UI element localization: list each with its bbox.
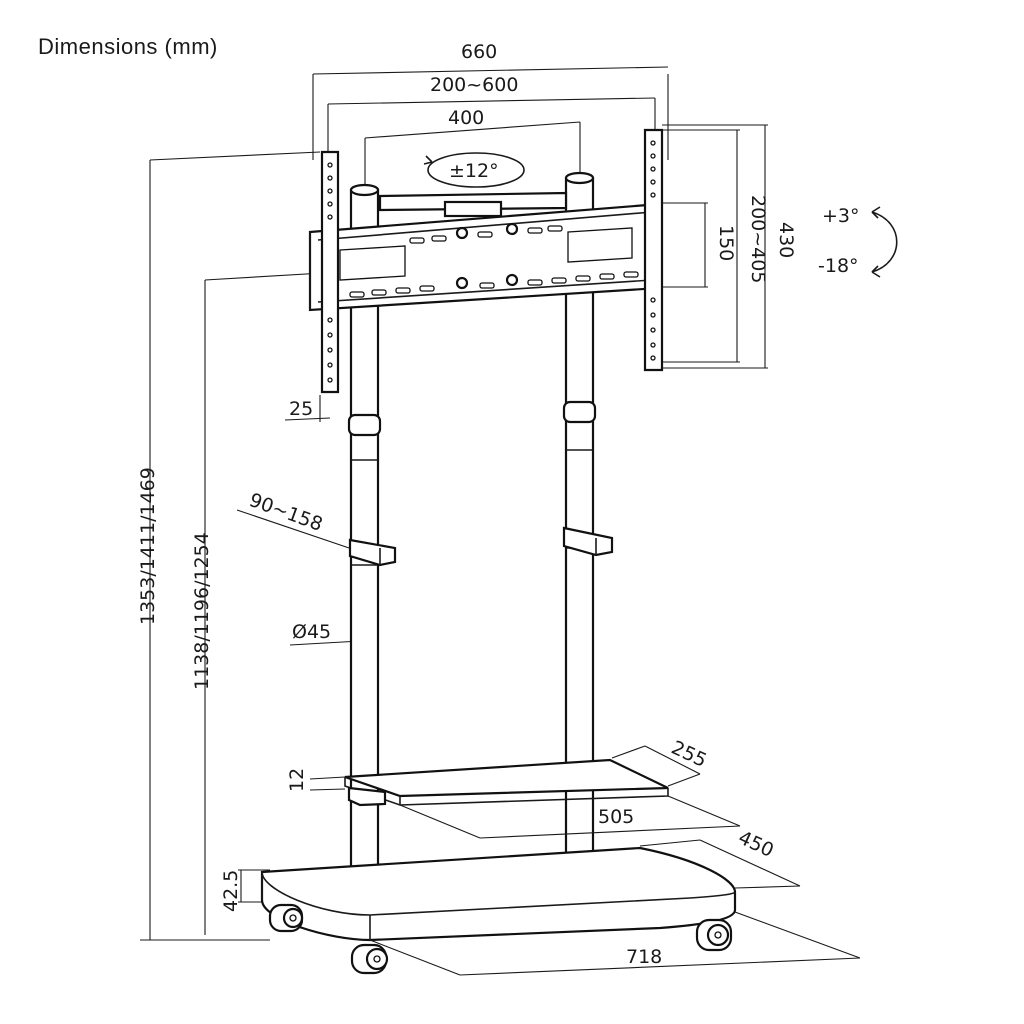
dim-height-plate: 150 [715,225,737,261]
diagram-title: Dimensions (mm) [38,34,218,59]
dim-shelf-depth: 255 [668,737,710,772]
dim-base-depth: 450 [735,827,777,862]
dim-width-vesa-inner: 400 [448,107,484,129]
dim-pole-diameter: Ø45 [292,621,331,643]
dim-swivel: ±12° [449,160,499,182]
caster-front-center [350,943,389,975]
caster-front-right [695,918,733,952]
dim-height-vesa-range: 200~405 [747,195,769,283]
dim-width-total: 660 [461,41,497,63]
arm-holes [327,140,656,383]
swivel-indicator [423,152,525,188]
caster-front-left [268,903,304,933]
right-dimension-lines [662,124,768,369]
shelf-dimension-lines [399,745,741,839]
pole-clamps [348,526,614,567]
plate-slots [349,225,639,298]
dim-base-height: 42.5 [220,870,242,912]
mounting-bracket [308,128,664,394]
dim-height-center: 1138/1196/1254 [191,532,213,690]
dim-base-width: 718 [626,946,662,968]
casters [268,903,733,975]
dim-width-vesa-range: 200~600 [430,74,518,96]
dim-height-total: 1353/1411/1469 [137,467,159,625]
dim-tilt-up: +3° [822,205,860,227]
dim-shelf-width: 505 [598,806,634,828]
left-dimension-lines [140,151,379,941]
top-dimension-lines [312,66,669,190]
base [260,846,737,942]
dim-shelf-thickness: 12 [286,768,308,792]
dim-offset-bottom: 25 [289,398,313,420]
dim-height-bracket: 430 [775,222,797,258]
dim-clamp-range: 90~158 [246,489,325,536]
dim-tilt-down: -18° [818,255,859,277]
shelf [344,758,669,807]
tilt-indicator [871,206,898,278]
base-dimension-lines [369,839,861,976]
